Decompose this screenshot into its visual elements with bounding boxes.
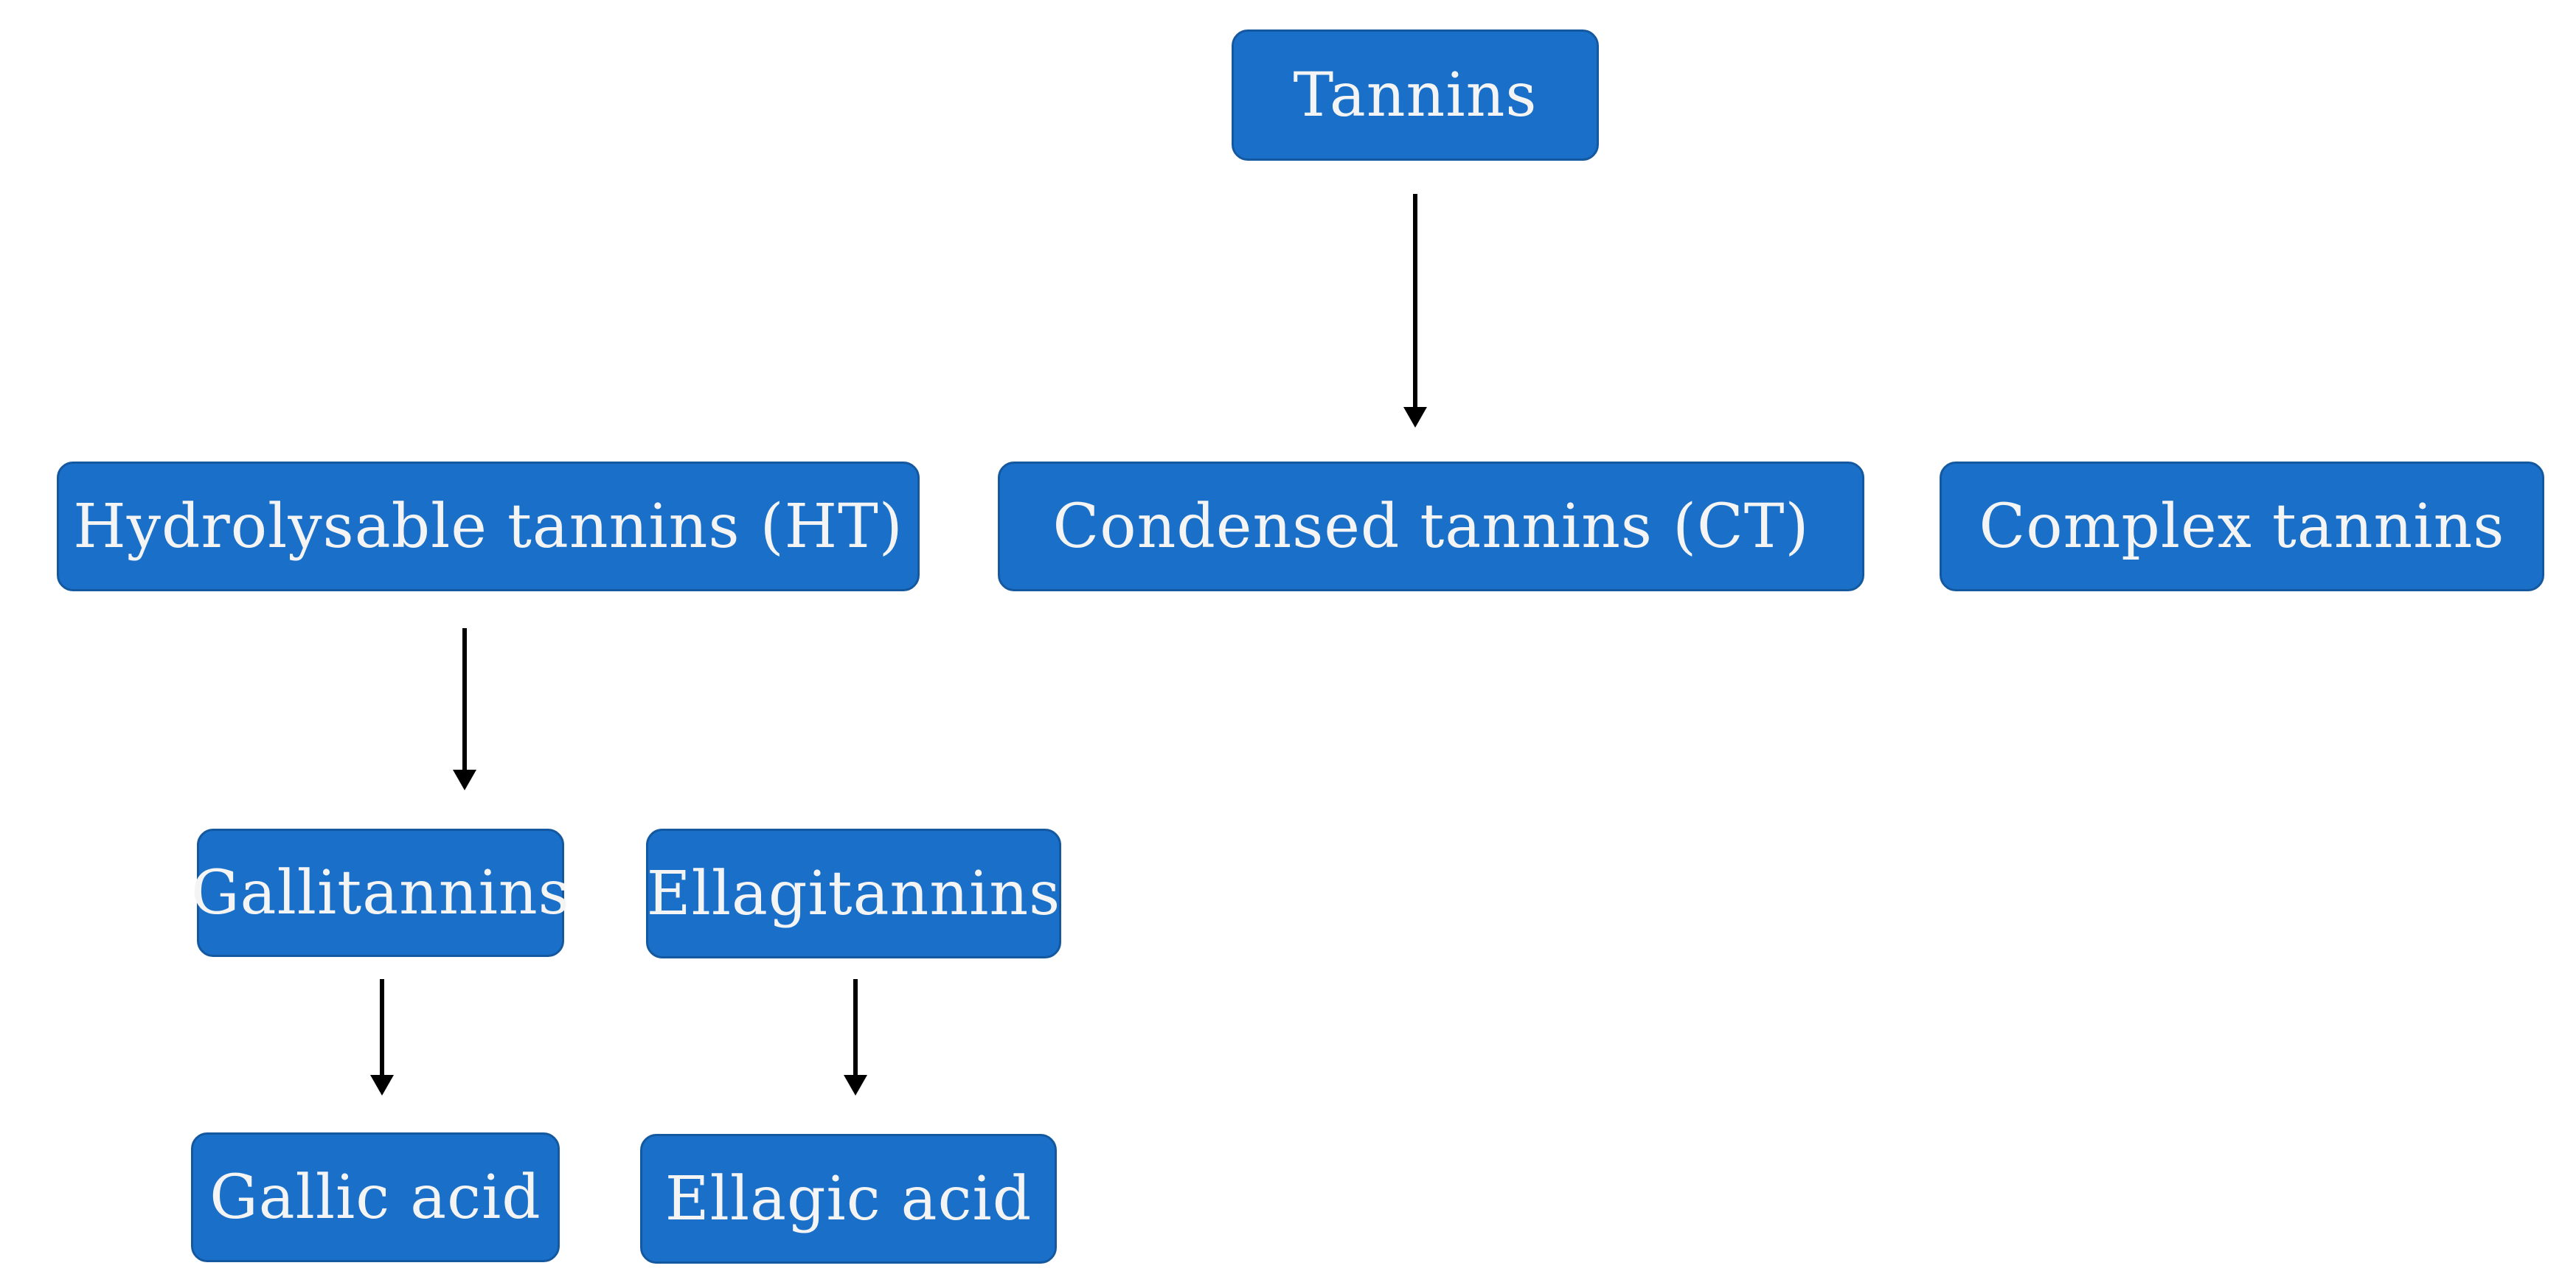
node-gallic-acid: Gallic acid bbox=[191, 1132, 560, 1262]
node-condensed-tannins: Condensed tannins (CT) bbox=[998, 462, 1864, 591]
node-hydrolysable-tannins: Hydrolysable tannins (HT) bbox=[57, 462, 920, 591]
node-label: Complex tannins bbox=[1979, 491, 2505, 562]
arrow-hydrolysable-to-gallitannins bbox=[453, 628, 476, 790]
node-gallitannins: Gallitannins bbox=[191, 829, 569, 957]
node-ellagic-acid: Ellagic acid bbox=[640, 1134, 1057, 1264]
node-ellagitannins: Ellagitannins bbox=[646, 829, 1061, 958]
arrow-gallitannins-to-gallic-acid bbox=[370, 979, 394, 1096]
node-tannins: Tannins bbox=[1232, 29, 1599, 161]
node-label: Gallic acid bbox=[209, 1162, 541, 1233]
node-label: Tannins bbox=[1293, 60, 1538, 130]
arrow-tannins-to-condensed bbox=[1403, 194, 1427, 428]
node-label: Ellagic acid bbox=[664, 1163, 1032, 1234]
node-label: Condensed tannins (CT) bbox=[1052, 491, 1810, 562]
node-label: Hydrolysable tannins (HT) bbox=[73, 491, 903, 562]
node-label: Ellagitannins bbox=[646, 858, 1061, 929]
node-complex-tannins: Complex tannins bbox=[1940, 462, 2544, 591]
arrow-ellagitannins-to-ellagic-acid bbox=[844, 979, 867, 1096]
node-label: Gallitannins bbox=[191, 857, 570, 928]
